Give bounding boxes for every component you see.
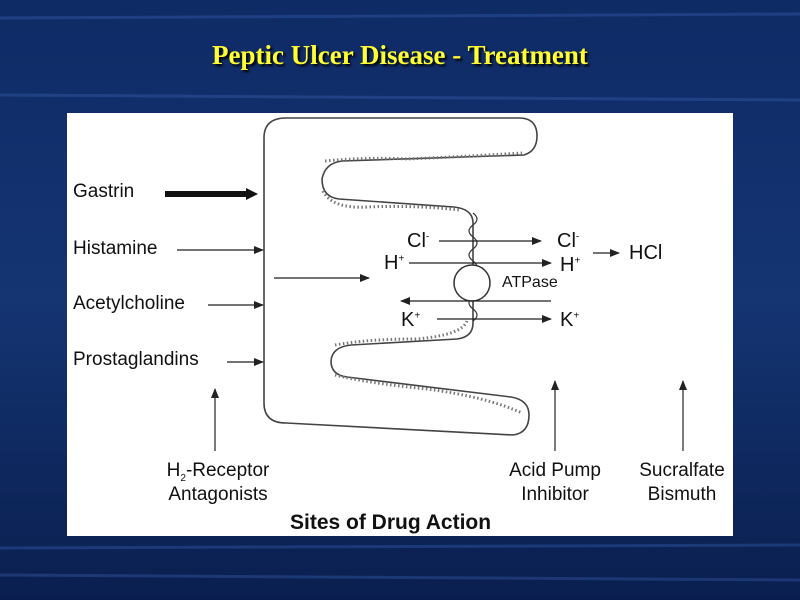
label-h-left: H+ bbox=[384, 252, 405, 274]
label-h-right: H+ bbox=[560, 254, 581, 276]
parietal-cell-outline bbox=[263, 117, 538, 436]
label-k-right: K+ bbox=[560, 309, 580, 331]
label-k-left: K+ bbox=[401, 309, 421, 331]
label-atpase: ATPase bbox=[502, 274, 558, 291]
label-hcl: HCl bbox=[629, 242, 663, 264]
diagram-caption: Sites of Drug Action bbox=[290, 511, 492, 534]
label-prostaglandins: Prostaglandins bbox=[73, 349, 199, 370]
mechanism-diagram: Gastrin Histamine Acetylcholine Prostagl… bbox=[67, 113, 733, 536]
label-histamine: Histamine bbox=[73, 238, 158, 259]
label-acid-pump-inhibitor: Acid Pump Inhibitor bbox=[509, 460, 601, 505]
label-sucralfate-bismuth: Sucralfate Bismuth bbox=[639, 460, 725, 505]
atpase-pump-icon bbox=[453, 264, 491, 302]
slide-title: Peptic Ulcer Disease - Treatment bbox=[212, 40, 588, 70]
label-cl-right: Cl- bbox=[557, 230, 580, 252]
label-h2-receptor-antagonists: H2-Receptor Antagonists bbox=[166, 460, 270, 505]
label-cl-left: Cl- bbox=[407, 230, 430, 252]
label-acetylcholine: Acetylcholine bbox=[73, 293, 185, 314]
label-gastrin: Gastrin bbox=[73, 181, 135, 202]
